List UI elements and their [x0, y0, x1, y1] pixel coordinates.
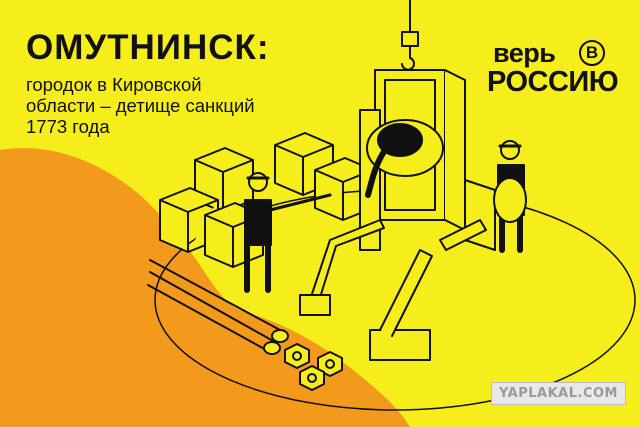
subtitle-line: области – детище санкций: [26, 95, 255, 116]
worker-right: [493, 140, 527, 253]
hex-bars: [284, 343, 343, 391]
pipes: [147, 259, 289, 355]
robot-arms: [299, 219, 487, 361]
brand-logo: верь В РОССИЮ: [487, 38, 619, 98]
logo-line2: РОССИЮ: [487, 66, 619, 98]
subtitle-line: 1773 года: [26, 116, 110, 137]
ladle: [365, 119, 444, 198]
watermark: YAPLAKAL.COM: [491, 382, 626, 405]
logo-line1: верь: [493, 38, 556, 68]
logo-badge: В: [579, 40, 605, 66]
page-title: ОМУТНИНСК:: [26, 28, 270, 67]
subtitle: городок в Кировской области – детище сан…: [26, 74, 255, 137]
subtitle-line: городок в Кировской: [26, 74, 202, 95]
crane-hook: [401, 0, 419, 71]
worker-left: [244, 172, 332, 293]
